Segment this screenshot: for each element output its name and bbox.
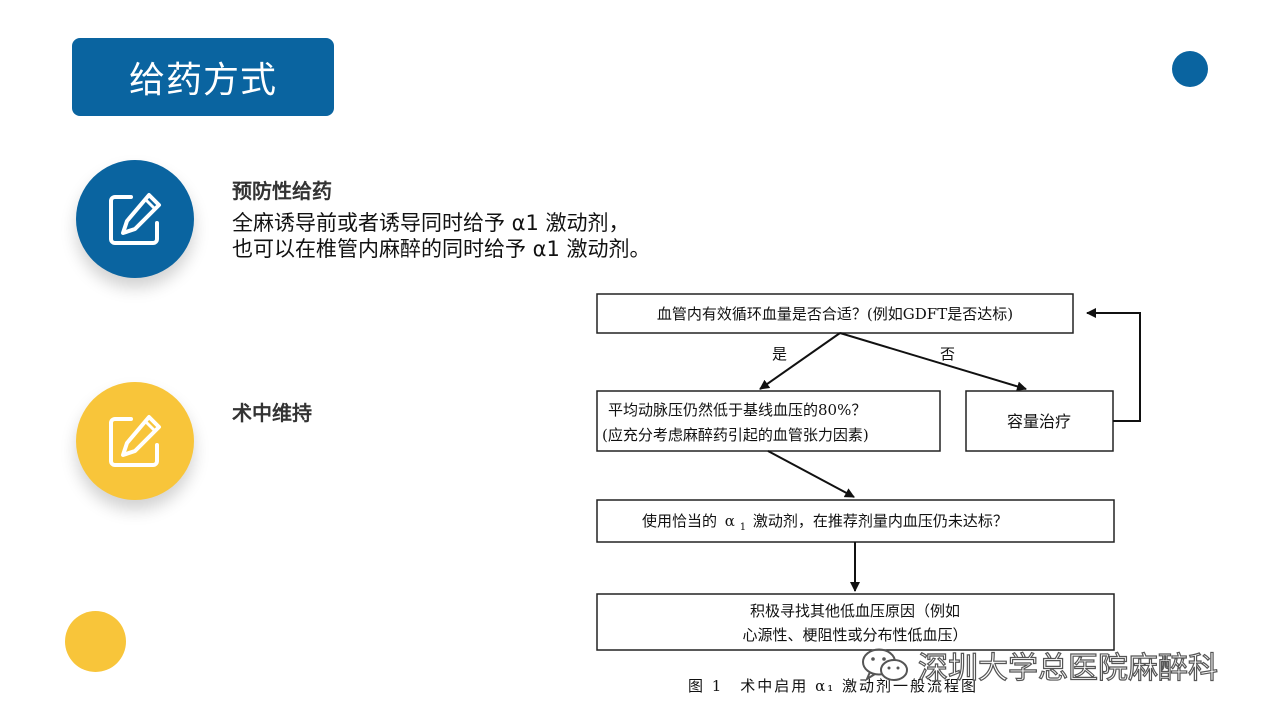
decorative-dot-blue — [1172, 51, 1208, 87]
flow-box-map-line1: 平均动脉压仍然低于基线血压的80%？ — [608, 401, 866, 419]
watermark: 深圳大学总医院麻醉科 — [860, 643, 1219, 687]
watermark-text: 深圳大学总医院麻醉科 — [917, 650, 1218, 686]
agonist-prefix: 使用恰当的 — [642, 512, 717, 530]
section-heading-intraop: 术中维持 — [232, 401, 312, 425]
wechat-icon — [862, 648, 908, 682]
edit-icon — [76, 160, 194, 278]
decorative-dot-yellow — [65, 611, 126, 672]
flowchart: 血管内有效循环血量是否合适？(例如GDFT是否达标) 是 否 平均动脉压仍然低于… — [596, 293, 1141, 695]
agonist-symbol: α — [725, 512, 735, 530]
flow-arrow-map-agonist — [767, 450, 855, 498]
flow-box-volume-text: 容量治疗 — [1007, 412, 1071, 431]
flow-box-other-line1: 积极寻找其他低血压原因（例如 — [750, 602, 960, 620]
flow-box-map — [596, 390, 941, 452]
flow-box-top — [596, 293, 1074, 334]
section-body-prophylactic: 全麻诱导前或者诱导同时给予 α1 激动剂， 也可以在椎管内麻醉的同时给予 α1 … — [232, 210, 651, 262]
flow-arrow-yes — [759, 332, 841, 390]
flow-caption: 图 1 术中启用 α₁ 激动剂一般流程图 — [688, 677, 978, 695]
section-heading-prophylactic: 预防性给药 — [232, 179, 332, 203]
slide-title: 给药方式 — [72, 38, 334, 116]
flow-box-map-line2: (应充分考虑麻醉药引起的血管张力因素) — [602, 426, 869, 444]
flow-box-agonist-text: 使用恰当的 α 1 激动剂，在推荐剂量内血压仍未达标？ — [642, 512, 1008, 534]
flow-arrow-no — [839, 332, 1027, 392]
flow-box-other — [596, 593, 1115, 651]
body-line-1: 全麻诱导前或者诱导同时给予 α1 激动剂， — [232, 211, 630, 235]
body-line-2: 也可以在椎管内麻醉的同时给予 α1 激动剂。 — [232, 237, 651, 261]
edit-icon — [76, 382, 194, 500]
agonist-subscript: 1 — [740, 522, 746, 533]
flow-label-no: 否 — [940, 345, 955, 363]
flow-box-top-text: 血管内有效循环血量是否合适？(例如GDFT是否达标) — [657, 305, 1013, 323]
flow-box-volume — [965, 390, 1114, 452]
flow-label-yes: 是 — [772, 345, 787, 363]
flow-arrow-feedback — [1086, 308, 1141, 422]
flow-box-agonist — [596, 499, 1115, 543]
agonist-suffix: 激动剂，在推荐剂量内血压仍未达标？ — [753, 512, 1008, 530]
flow-box-other-line2: 心源性、梗阻性或分布性低血压） — [742, 626, 967, 644]
